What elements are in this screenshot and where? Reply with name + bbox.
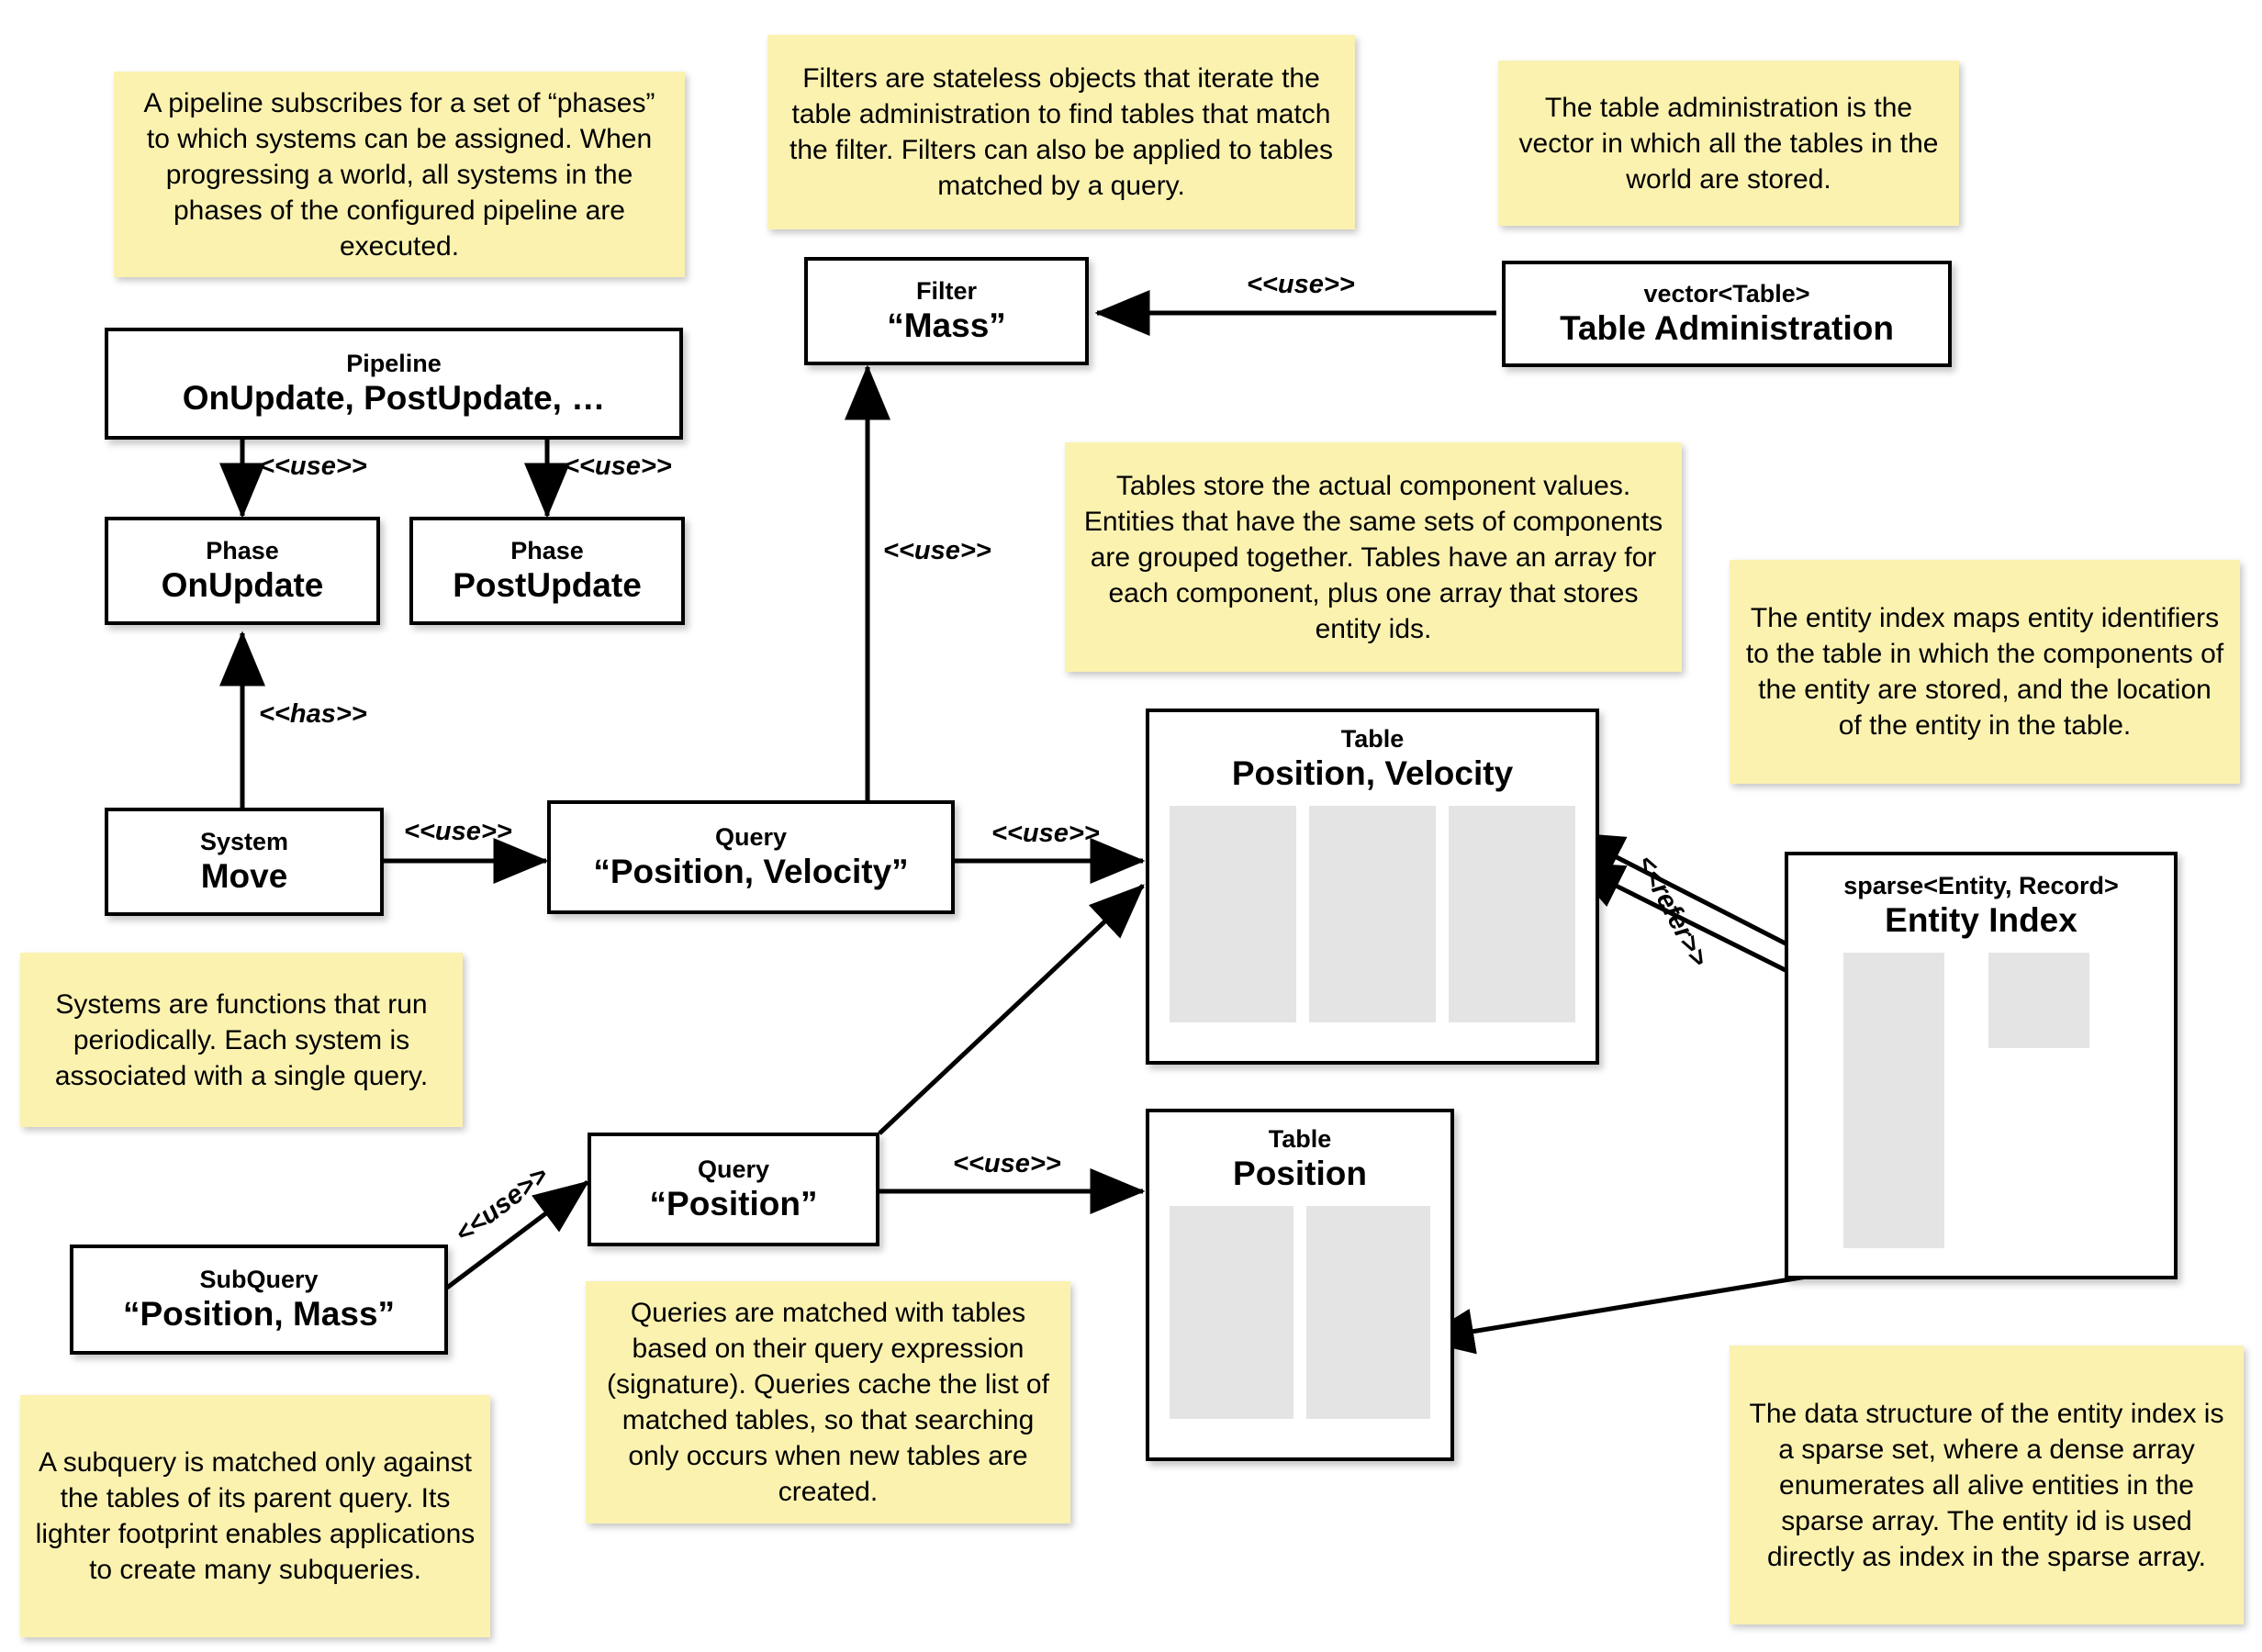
- edge-label-subquery-uses-query: <<use>>: [450, 1160, 554, 1249]
- note-entity-index: The entity index maps entity identifiers…: [1730, 560, 2240, 784]
- note-pipeline: A pipeline subscribes for a set of “phas…: [114, 72, 685, 277]
- filter-mass-stereotype: Filter: [915, 277, 977, 306]
- system-move-name: Move: [200, 857, 288, 896]
- box-pipeline[interactable]: Pipeline OnUpdate, PostUpdate, …: [105, 328, 683, 440]
- note-queries: Queries are matched with tables based on…: [586, 1281, 1070, 1524]
- note-tables: Tables store the actual component values…: [1065, 442, 1682, 672]
- box-phase-onupdate[interactable]: Phase OnUpdate: [105, 517, 380, 625]
- box-table-position[interactable]: Table Position: [1146, 1109, 1454, 1461]
- table-pos-vel-columns: [1149, 805, 1596, 1022]
- phase-postupdate-stereotype: Phase: [510, 537, 584, 565]
- pipeline-name: OnUpdate, PostUpdate, …: [182, 379, 606, 418]
- edge-label-system-has-phase: <<has>>: [259, 699, 367, 729]
- box-table-position-velocity[interactable]: Table Position, Velocity: [1146, 709, 1599, 1065]
- edge-label-querypos-uses-table: <<use>>: [953, 1149, 1061, 1178]
- table-column: [1306, 1205, 1430, 1419]
- table-column: [1309, 805, 1436, 1022]
- table-column: [1170, 805, 1296, 1022]
- table-column: [1170, 1205, 1293, 1419]
- box-query-position-velocity[interactable]: Query “Position, Velocity”: [547, 800, 955, 914]
- entity-index-stereotype: sparse<Entity, Record>: [1843, 872, 2119, 899]
- box-query-position[interactable]: Query “Position”: [588, 1133, 879, 1246]
- edge-label-entityindex-refers-table: <<refer>>: [1630, 850, 1714, 972]
- filter-mass-name: “Mass”: [887, 307, 1006, 345]
- sparse-array-block: [1843, 953, 1944, 1248]
- table-admin-stereotype: vector<Table>: [1643, 280, 1810, 308]
- box-system-move[interactable]: System Move: [105, 808, 384, 916]
- box-entity-index[interactable]: sparse<Entity, Record> Entity Index: [1785, 852, 2178, 1279]
- edge-querypos-tableposvel: [878, 884, 1145, 1135]
- phase-postupdate-name: PostUpdate: [453, 566, 642, 605]
- table-admin-name: Table Administration: [1560, 309, 1894, 348]
- system-move-stereotype: System: [199, 828, 289, 856]
- table-pos-vel-name: Position, Velocity: [1231, 754, 1514, 793]
- box-phase-postupdate[interactable]: Phase PostUpdate: [409, 517, 685, 625]
- note-sparse-set: The data structure of the entity index i…: [1730, 1345, 2244, 1624]
- subquery-name: “Position, Mass”: [122, 1295, 396, 1334]
- note-filter: Filters are stateless objects that itera…: [767, 35, 1355, 229]
- edge-label-system-uses-query: <<use>>: [404, 817, 512, 846]
- edge-label-query-uses-filter: <<use>>: [883, 536, 991, 565]
- table-pos-vel-stereotype: Table: [1340, 725, 1405, 753]
- phase-onupdate-name: OnUpdate: [161, 566, 324, 605]
- pipeline-stereotype: Pipeline: [346, 350, 442, 378]
- note-table-administration: The table administration is the vector i…: [1498, 61, 1959, 226]
- entity-index-arrays: [1788, 855, 2174, 1276]
- table-column: [1449, 805, 1575, 1022]
- edge-label-query-uses-table: <<use>>: [991, 819, 1100, 848]
- subquery-stereotype: SubQuery: [199, 1266, 319, 1294]
- query-pos-name: “Position”: [649, 1185, 818, 1223]
- edge-label-pipeline-onupdate: <<use>>: [259, 452, 367, 481]
- note-subquery: A subquery is matched only against the t…: [20, 1395, 490, 1637]
- table-pos-columns: [1149, 1205, 1450, 1419]
- query-pos-vel-stereotype: Query: [714, 823, 788, 852]
- table-pos-stereotype: Table: [1268, 1125, 1332, 1153]
- query-pos-vel-name: “Position, Velocity”: [593, 853, 909, 891]
- edge-label-tableadmin-uses-filter: <<use>>: [1247, 270, 1355, 299]
- box-table-administration[interactable]: vector<Table> Table Administration: [1502, 261, 1952, 367]
- dense-array-block: [1988, 953, 2089, 1048]
- phase-onupdate-stereotype: Phase: [206, 537, 279, 565]
- box-subquery[interactable]: SubQuery “Position, Mass”: [70, 1245, 448, 1355]
- note-systems: Systems are functions that run periodica…: [20, 953, 463, 1127]
- edge-label-pipeline-postupdate: <<use>>: [564, 452, 672, 481]
- query-pos-stereotype: Query: [697, 1155, 770, 1184]
- entity-index-name: Entity Index: [1885, 901, 2077, 940]
- table-pos-name: Position: [1233, 1155, 1367, 1193]
- box-filter-mass[interactable]: Filter “Mass”: [804, 257, 1089, 365]
